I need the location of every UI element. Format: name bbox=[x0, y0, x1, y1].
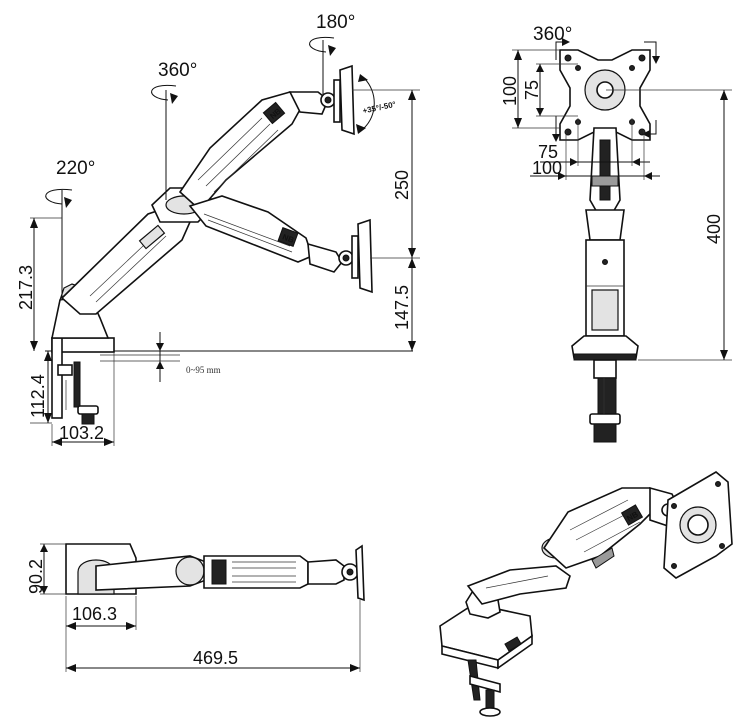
elbow-rotation-label: 360° bbox=[158, 60, 197, 81]
clamp-height-label: 112.4 bbox=[28, 374, 48, 418]
vesa-outer-h-label: 100 bbox=[532, 158, 562, 178]
vesa-rotation-arrows bbox=[552, 38, 660, 142]
base-rotation-arrow bbox=[45, 188, 73, 208]
vesa-inner-v-label: 75 bbox=[522, 80, 542, 100]
isometric-view: NB bbox=[439, 471, 733, 717]
base-rotation-label: 220° bbox=[56, 158, 95, 179]
top-base-to-pole-label: 106.3 bbox=[72, 604, 117, 624]
clamp-depth-label: 103.2 bbox=[59, 423, 104, 443]
upper-range-label: 250 bbox=[392, 170, 412, 200]
tilt-arrow bbox=[356, 74, 375, 134]
total-height-label: 400 bbox=[704, 214, 724, 244]
head-rotation-label: 180° bbox=[316, 12, 355, 33]
elbow-rotation-arrow bbox=[151, 84, 178, 104]
lower-height-label: 147.5 bbox=[392, 285, 412, 330]
vesa-rotation-label: 360° bbox=[533, 24, 572, 45]
vesa-inner-h-label: 75 bbox=[538, 142, 558, 162]
lower-arm-height-label: 217.3 bbox=[16, 265, 36, 310]
iso-vesa-plate bbox=[663, 471, 733, 579]
top-total-reach-label: 469.5 bbox=[193, 648, 238, 668]
vesa-outer-v-label: 100 bbox=[500, 76, 520, 106]
lower-arm bbox=[60, 203, 191, 315]
iso-lower-arm bbox=[466, 565, 571, 605]
front-column bbox=[571, 127, 639, 443]
top-base-width-label: 90.2 bbox=[26, 559, 46, 594]
front-view: 360° 100 75 bbox=[500, 24, 732, 443]
top-vesa-plate bbox=[355, 544, 365, 602]
vesa-plate bbox=[559, 49, 651, 141]
top-view: 90.2 106.3 469.5 bbox=[26, 543, 365, 672]
head-rotation-arrow bbox=[309, 36, 336, 56]
tilt-label: +35°/-50° bbox=[362, 100, 397, 116]
upper-arm-lowered: NB bbox=[188, 195, 373, 294]
upper-arm-raised: NB bbox=[178, 64, 355, 212]
svg-text:NB: NB bbox=[281, 232, 295, 244]
side-view: 0~95 mm bbox=[16, 12, 420, 446]
desk-clamp bbox=[51, 337, 115, 425]
desk-thickness-label: 0~95 mm bbox=[186, 365, 221, 375]
